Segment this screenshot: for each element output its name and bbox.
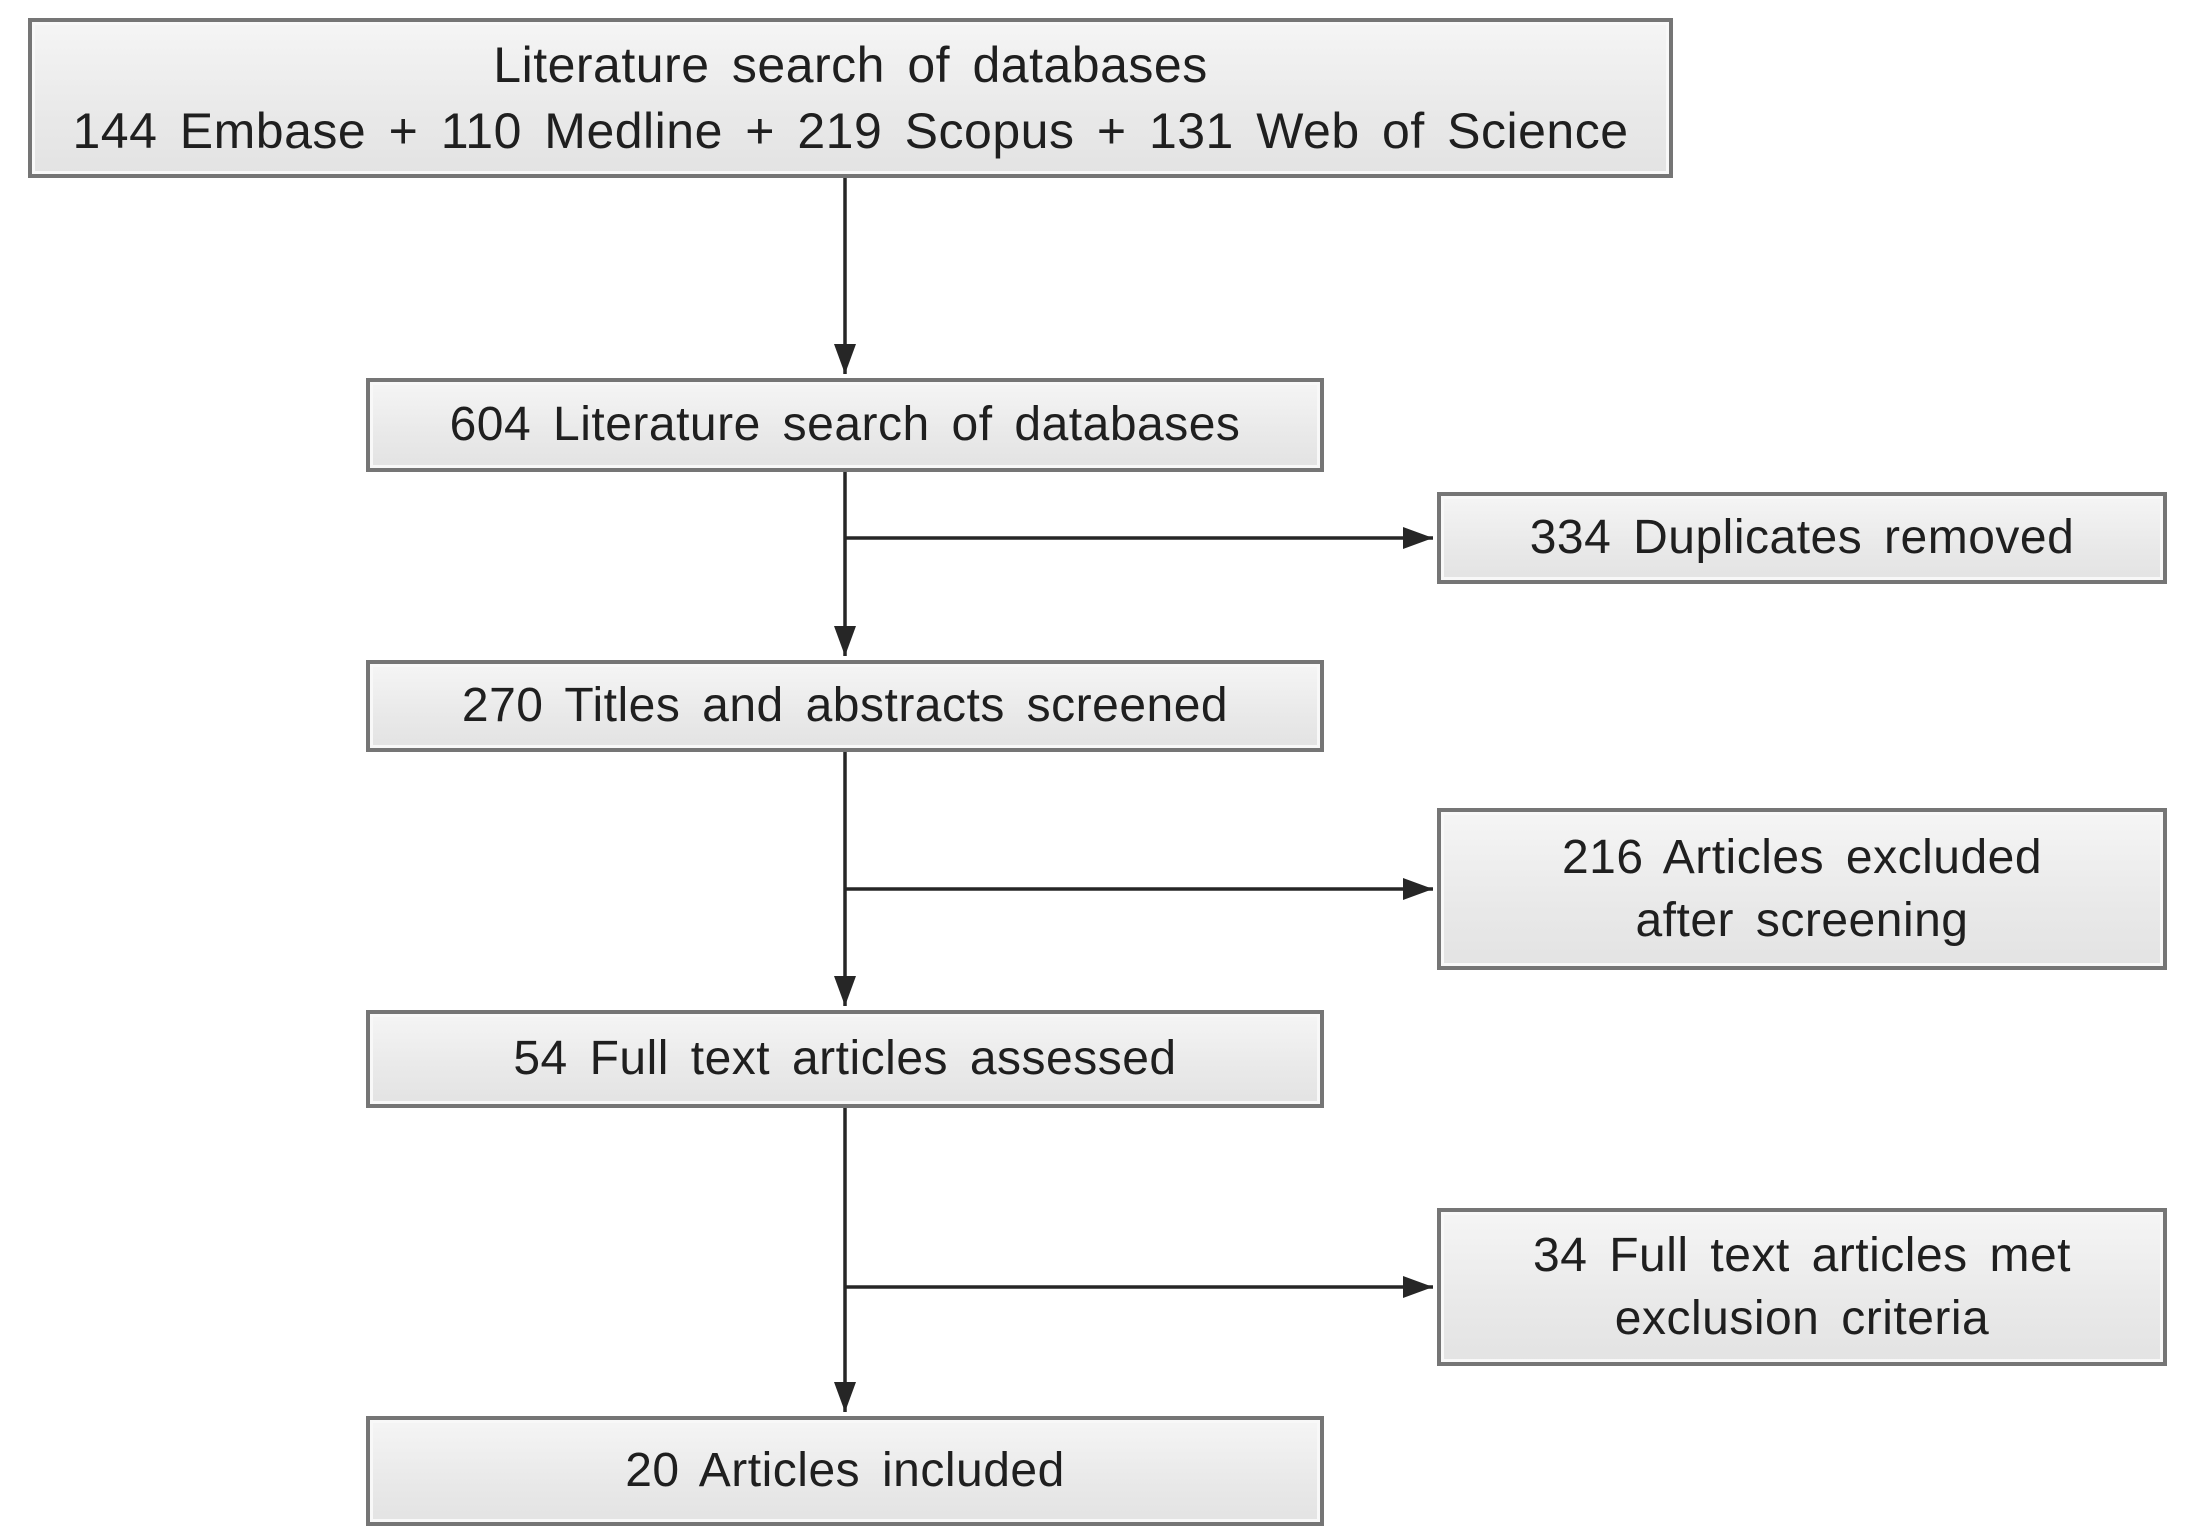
- node-fulltext-assessed: 54 Full text articles assessed: [366, 1010, 1324, 1108]
- node-literature-search: Literature search of databases 144 Embas…: [28, 18, 1673, 178]
- node-articles-included: 20 Articles included: [366, 1416, 1324, 1526]
- node-articles-excluded: 216 Articles excluded after screening: [1437, 808, 2167, 970]
- node-label: 20 Articles included: [625, 1444, 1065, 1498]
- node-duplicates-removed: 334 Duplicates removed: [1437, 492, 2167, 584]
- node-label: 54 Full text articles assessed: [513, 1032, 1177, 1086]
- node-label: 334 Duplicates removed: [1529, 511, 2075, 565]
- node-records-found: 604 Literature search of databases: [366, 378, 1324, 472]
- node-met-exclusion-criteria: 34 Full text articles met exclusion crit…: [1437, 1208, 2167, 1366]
- node-label: 270 Titles and abstracts screened: [461, 679, 1229, 733]
- node-titles-abstracts-screened: 270 Titles and abstracts screened: [366, 660, 1324, 752]
- node-label: 216 Articles excluded: [1561, 830, 2043, 884]
- node-label: after screening: [1635, 894, 1969, 947]
- node-label: exclusion criteria: [1614, 1292, 1990, 1345]
- node-label: 604 Literature search of databases: [449, 398, 1241, 452]
- node-label: 144 Embase + 110 Medline + 219 Scopus + …: [72, 103, 1629, 159]
- node-label: 34 Full text articles met: [1533, 1228, 2071, 1282]
- node-label: Literature search of databases: [493, 37, 1208, 93]
